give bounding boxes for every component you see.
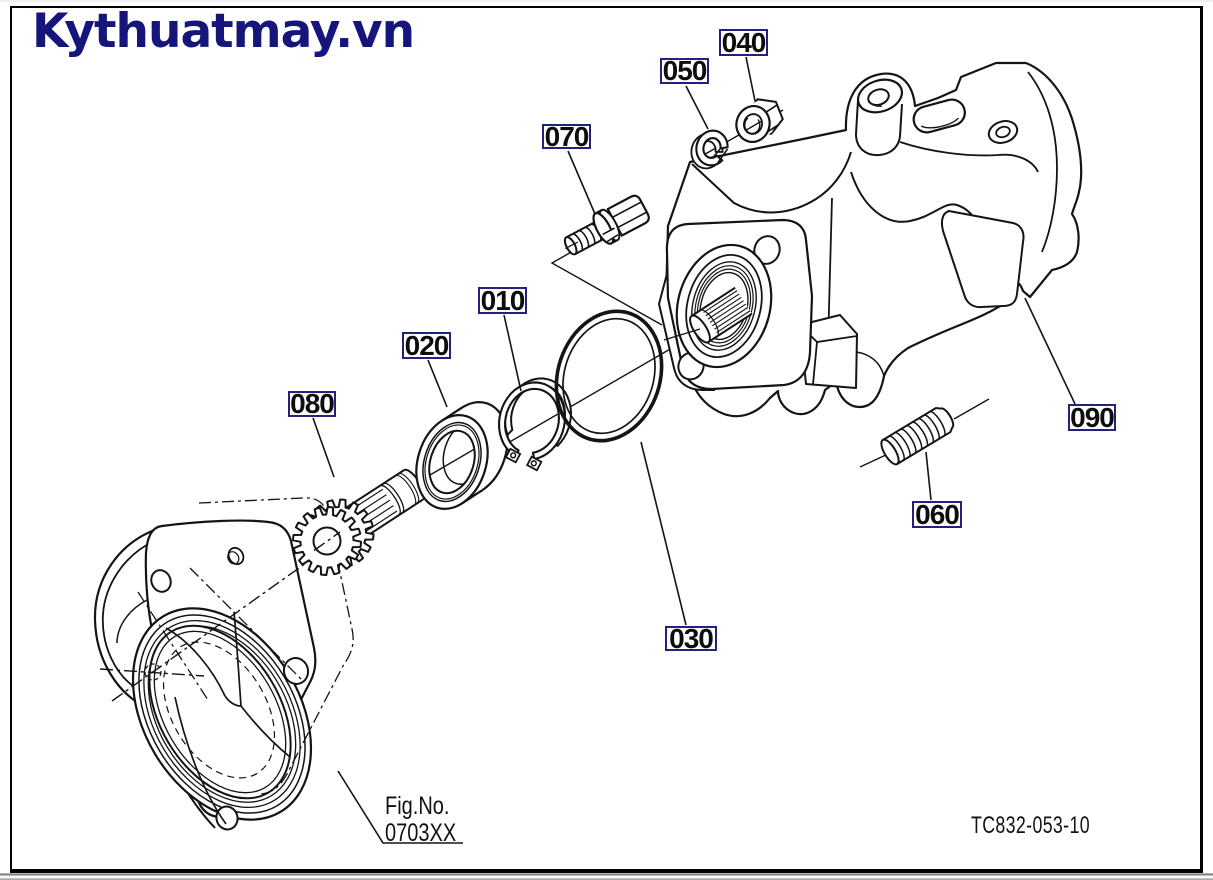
leader-lines xyxy=(312,56,1076,844)
figure-caption-number: 0703XX xyxy=(385,818,457,847)
gear-drawing xyxy=(292,498,375,576)
part-label-090[interactable]: 090 xyxy=(1068,403,1116,431)
pump-body-drawing xyxy=(657,61,1083,418)
stud-drawing xyxy=(880,407,955,466)
front-case-drawing xyxy=(93,497,354,838)
bearing-drawing xyxy=(415,401,509,510)
leader-020 xyxy=(427,359,448,408)
top-edge-strip xyxy=(0,0,1213,2)
figure-caption-label: Fig.No. xyxy=(385,792,450,820)
bottom-edge-band xyxy=(0,873,1213,880)
figure-caption: Fig.No. 0703XX xyxy=(385,793,456,847)
fitting-drawing xyxy=(563,194,650,256)
leader-070 xyxy=(567,150,596,215)
washer-drawing xyxy=(690,129,729,170)
nut-drawing xyxy=(735,98,784,144)
leader-040 xyxy=(745,56,756,102)
leader-030 xyxy=(640,441,687,626)
part-label-030[interactable]: 030 xyxy=(665,624,717,652)
part-label-080[interactable]: 080 xyxy=(288,390,336,418)
leader-050 xyxy=(685,85,709,130)
leader-010 xyxy=(503,314,522,392)
part-label-060[interactable]: 060 xyxy=(912,500,962,528)
part-label-020[interactable]: 020 xyxy=(402,331,451,359)
leader-080 xyxy=(312,417,335,478)
part-label-010[interactable]: 010 xyxy=(478,286,527,314)
part-label-040[interactable]: 040 xyxy=(719,28,768,56)
snap-ring-drawing xyxy=(497,377,572,472)
leader-090 xyxy=(1024,297,1076,405)
drawing-code: TC832-053-10 xyxy=(971,812,1090,839)
site-logo[interactable]: Kythuatmay.vn xyxy=(32,4,415,59)
figure-caption-leader xyxy=(337,770,463,844)
part-label-070[interactable]: 070 xyxy=(542,122,591,150)
part-label-050[interactable]: 050 xyxy=(660,57,709,85)
o-ring-drawing xyxy=(554,309,664,443)
leader-060 xyxy=(925,451,932,501)
